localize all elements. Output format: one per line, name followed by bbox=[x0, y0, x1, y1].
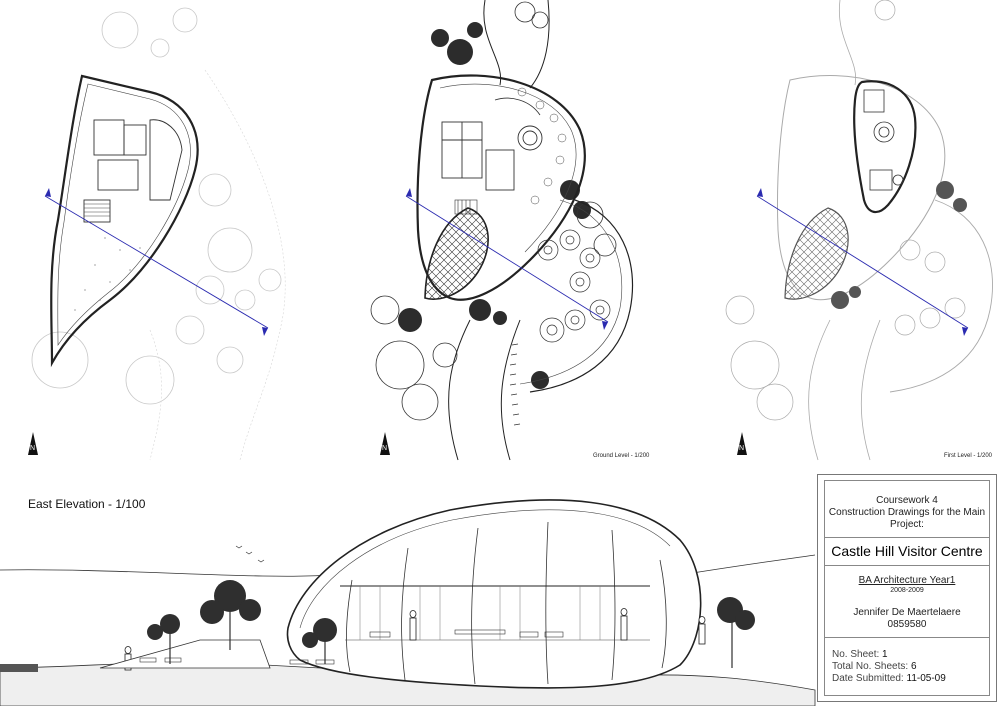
date-submitted: Date Submitted: 11-05-09 bbox=[832, 673, 946, 684]
sheet-number-value: 1 bbox=[882, 649, 888, 660]
project-title: Castle Hill Visitor Centre bbox=[831, 543, 983, 559]
first-level-plan: N bbox=[725, 0, 993, 461]
svg-text:N: N bbox=[382, 445, 387, 452]
date-submitted-label: Date Submitted: bbox=[832, 673, 904, 684]
north-arrow-icon: N bbox=[380, 432, 390, 455]
site-plan-left: N bbox=[28, 7, 286, 461]
student-id: 0859580 bbox=[887, 619, 927, 630]
course-label: BA Architecture Year1 bbox=[858, 575, 956, 586]
total-sheets: Total No. Sheets: 6 bbox=[832, 661, 917, 672]
first-level-label: First Level - 1/200 bbox=[944, 453, 993, 459]
total-sheets-value: 6 bbox=[910, 661, 917, 672]
student-name: Jennifer De Maertelaere bbox=[853, 607, 961, 618]
divider bbox=[825, 637, 989, 638]
subtitle-line-1: Construction Drawings for the Main bbox=[828, 507, 986, 518]
ground-level-plan: N bbox=[370, 0, 634, 461]
svg-text:N: N bbox=[30, 445, 35, 452]
divider bbox=[825, 565, 989, 566]
date-submitted-value: 11-05-09 bbox=[906, 673, 946, 684]
total-sheets-label: Total No. Sheets: bbox=[832, 661, 909, 672]
coursework-label: Coursework 4 bbox=[876, 495, 938, 506]
ground-level-label: Ground Level - 1/200 bbox=[593, 453, 650, 459]
north-arrow-icon: N bbox=[737, 432, 747, 455]
subtitle-line-2: Project: bbox=[890, 519, 924, 530]
title-block: Coursework 4 Construction Drawings for t… bbox=[817, 474, 997, 702]
sheet-number: No. Sheet: 1 bbox=[832, 649, 888, 660]
east-elevation bbox=[0, 499, 816, 706]
years-label: 2008-2009 bbox=[890, 587, 924, 594]
elevation-title: East Elevation - 1/100 bbox=[28, 497, 146, 511]
north-arrow-icon: N bbox=[28, 432, 38, 455]
divider bbox=[825, 537, 989, 538]
svg-text:N: N bbox=[739, 445, 744, 452]
title-block-frame: Coursework 4 Construction Drawings for t… bbox=[824, 480, 990, 696]
sheet-number-label: No. Sheet: bbox=[832, 649, 880, 660]
